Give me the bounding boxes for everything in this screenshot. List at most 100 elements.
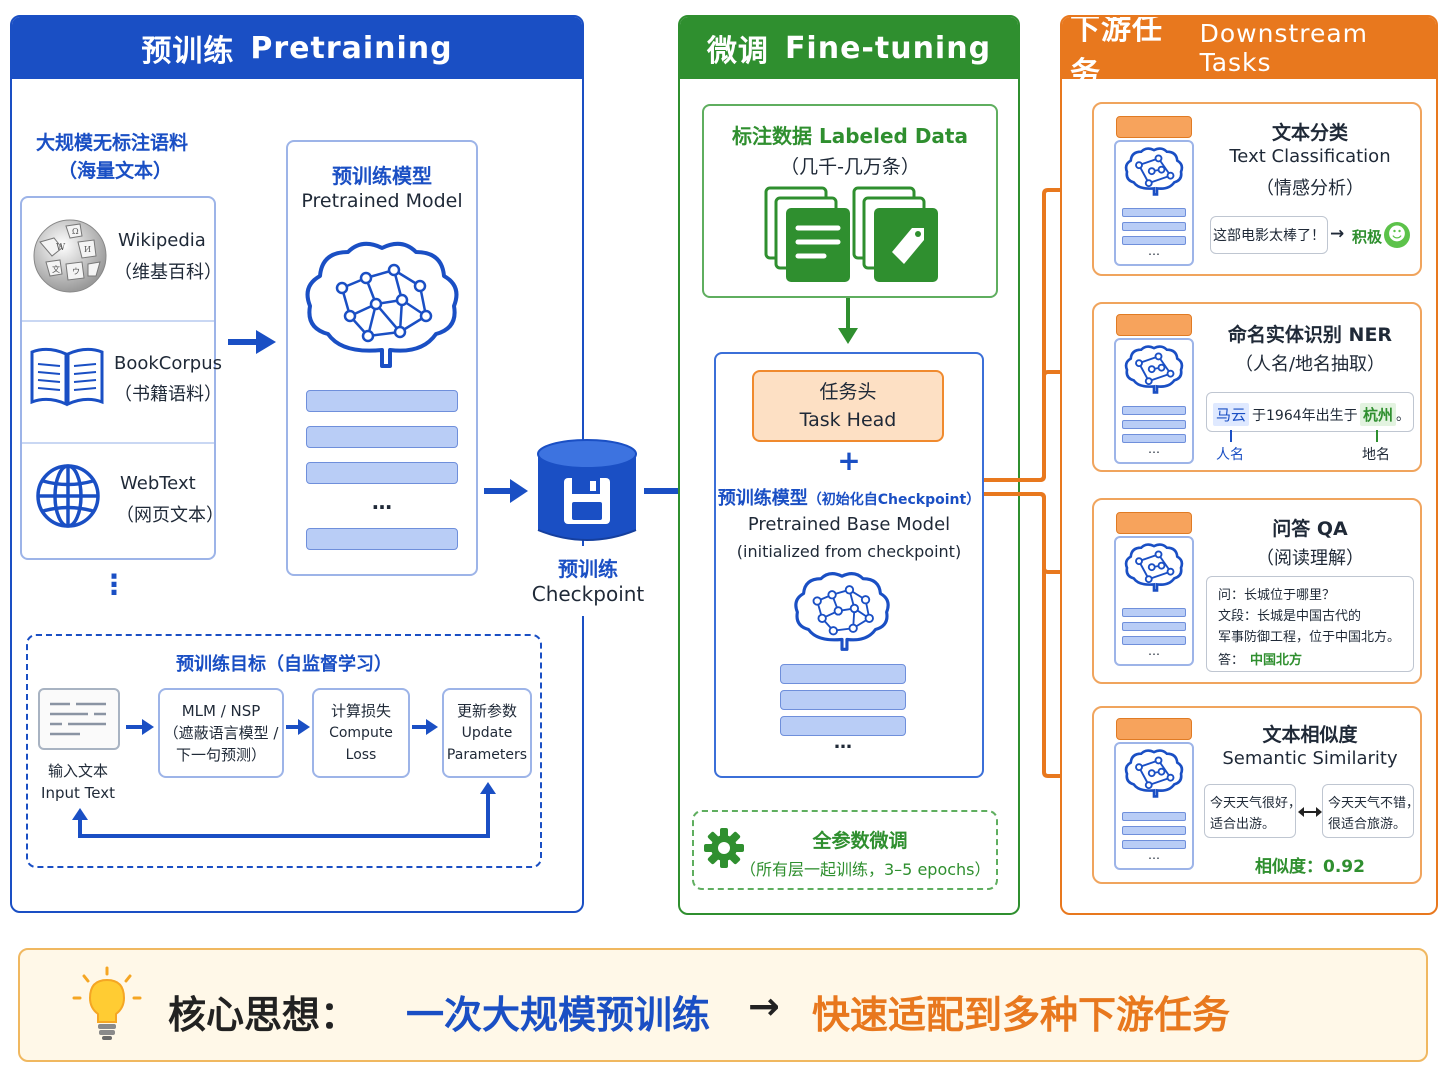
finetuning-title-en: Fine-tuning	[784, 30, 992, 66]
base-model-title-note: （初始化自Checkpoint）	[807, 492, 981, 508]
full-finetune-title: 全参数微调	[812, 830, 908, 852]
update-en-1: Update	[461, 725, 513, 741]
brain-mini-icon	[1124, 749, 1184, 798]
arrow-right-icon	[484, 479, 528, 503]
input-text-label-cn: 输入文本	[47, 762, 108, 780]
ner-entity-person: 马云	[1213, 403, 1250, 426]
model-layer	[306, 528, 458, 550]
svg-text:И: И	[84, 245, 91, 254]
pretraining-objective-title: 预训练目标（自监督学习）	[176, 654, 392, 675]
task-head-mini	[1116, 512, 1192, 534]
corpus-title: 大规模无标注语料	[36, 132, 189, 154]
gear-icon	[704, 828, 744, 868]
checkpoint-label-en: Checkpoint	[531, 582, 645, 606]
brain-network-icon	[305, 241, 459, 368]
task2-title-note: （人名/地名抽取）	[1234, 354, 1386, 375]
ner-tag-location: 地名	[1362, 447, 1390, 463]
mini-layer	[1122, 434, 1186, 443]
base-model-title-cn: 预训练模型	[717, 488, 808, 509]
sentence1-line1: 今天天气很好，	[1210, 796, 1302, 811]
task-head-mini	[1116, 718, 1192, 740]
svg-text:W: W	[56, 243, 66, 253]
ner-tag-line	[1230, 430, 1232, 442]
input-text-label-en: Input Text	[41, 784, 115, 802]
ner-text-middle: 于1964年出生于	[1252, 408, 1358, 424]
finetuning-header: 微调 Fine-tuning	[680, 17, 1018, 79]
divider	[22, 442, 214, 444]
ner-entity-location: 杭州	[1360, 403, 1397, 426]
mini-layer	[1122, 622, 1186, 631]
model-layer	[780, 664, 906, 684]
qa-passage-2: 军事防御工程，位于中国北方。	[1218, 630, 1401, 645]
downstream-title-cn: 下游任务	[1070, 15, 1163, 91]
pretraining-title-cn: 预训练	[141, 34, 235, 69]
loss-en: Compute Loss	[329, 725, 393, 763]
labeled-data-count: （几千-几万条）	[780, 156, 920, 178]
core-idea-banner	[18, 948, 1428, 1062]
task4-title-cn: 文本相似度	[1262, 724, 1358, 746]
update-cn: 更新参数	[456, 702, 517, 720]
qa-passage-1: 文段：长城是中国古代的	[1218, 609, 1362, 624]
wikipedia-globe-icon: W Ω И 文 ウ	[33, 219, 107, 293]
mini-layer	[1122, 812, 1186, 821]
lightbulb-icon	[72, 966, 142, 1040]
mlm-nsp-box: MLM / NSP （遮蔽语言模型 / 下一句预测）	[158, 688, 284, 778]
task1-title-note: （情感分析）	[1256, 178, 1364, 199]
brain-network-icon	[794, 572, 890, 651]
sentence1-line2: 适合出游。	[1210, 817, 1276, 832]
task-head-en: Task Head	[799, 409, 897, 431]
base-model-en: Pretrained Base Model	[747, 514, 951, 535]
model-layer	[306, 390, 458, 412]
mini-layer	[1122, 826, 1186, 835]
smile-icon: ☻	[1384, 222, 1410, 248]
task-head-mini	[1116, 314, 1192, 336]
mini-ellipsis: …	[1148, 848, 1160, 862]
update-parameters-box: 更新参数 Update Parameters	[442, 688, 532, 778]
ner-tag-person: 人名	[1216, 447, 1244, 463]
input-text-card	[38, 688, 120, 750]
sentence2-line1: 今天天气不错，	[1328, 796, 1420, 811]
downstream-header: 下游任务 Downstream Tasks	[1062, 17, 1436, 91]
task1-title-cn: 文本分类	[1271, 122, 1348, 144]
source-desc-bookcorpus: （书籍语料）	[114, 384, 222, 405]
task3-title-cn: 问答 QA	[1272, 518, 1348, 540]
task3-example	[1206, 576, 1414, 672]
core-idea-right: 快速适配到多种下游任务	[812, 993, 1231, 1037]
task-head-cn: 任务头	[819, 381, 877, 403]
loop-arrow	[72, 782, 496, 838]
mini-layer	[1122, 236, 1186, 245]
source-name-wikipedia: Wikipedia	[118, 230, 206, 251]
core-idea-left: 一次大规模预训练	[406, 993, 711, 1037]
arrow-right-icon	[412, 719, 438, 735]
downstream-title-en: Downstream Tasks	[1199, 19, 1369, 77]
core-idea-arrow: →	[748, 984, 780, 1028]
double-arrow-icon	[1298, 807, 1322, 817]
task3-title-note: （阅读理解）	[1256, 548, 1364, 569]
model-layer	[306, 426, 458, 448]
mlm-line-3: 下一句预测）	[175, 746, 266, 764]
brain-mini-icon	[1124, 345, 1184, 394]
svg-text:ウ: ウ	[72, 267, 80, 276]
layer-ellipsis: …	[372, 490, 392, 514]
task1-result: 积极	[1352, 228, 1383, 246]
task-head-mini	[1116, 116, 1192, 138]
book-icon	[30, 347, 104, 407]
divider	[22, 320, 214, 322]
labeled-data-title: 标注数据 Labeled Data	[732, 124, 968, 148]
svg-text:Ω: Ω	[72, 227, 79, 236]
sentence2-line2: 很适合旅游。	[1328, 817, 1407, 832]
mini-layer	[1122, 406, 1186, 415]
model-layer	[780, 690, 906, 710]
task4-title-en: Semantic Similarity	[1222, 748, 1398, 769]
base-model-en-note: (initialized from checkpoint)	[736, 542, 962, 561]
pretraining-header: 预训练 Pretraining	[12, 17, 582, 79]
mini-ellipsis: …	[1148, 244, 1160, 258]
mini-layer	[1122, 222, 1186, 231]
mlm-line-2: （遮蔽语言模型 /	[163, 724, 279, 742]
svg-text:文: 文	[52, 264, 60, 274]
database-save-icon	[537, 439, 637, 541]
mlm-line-1: MLM / NSP	[181, 702, 261, 720]
pretraining-objective-box	[26, 634, 542, 868]
mini-layer	[1122, 420, 1186, 429]
qa-answer: 中国北方	[1250, 653, 1303, 668]
